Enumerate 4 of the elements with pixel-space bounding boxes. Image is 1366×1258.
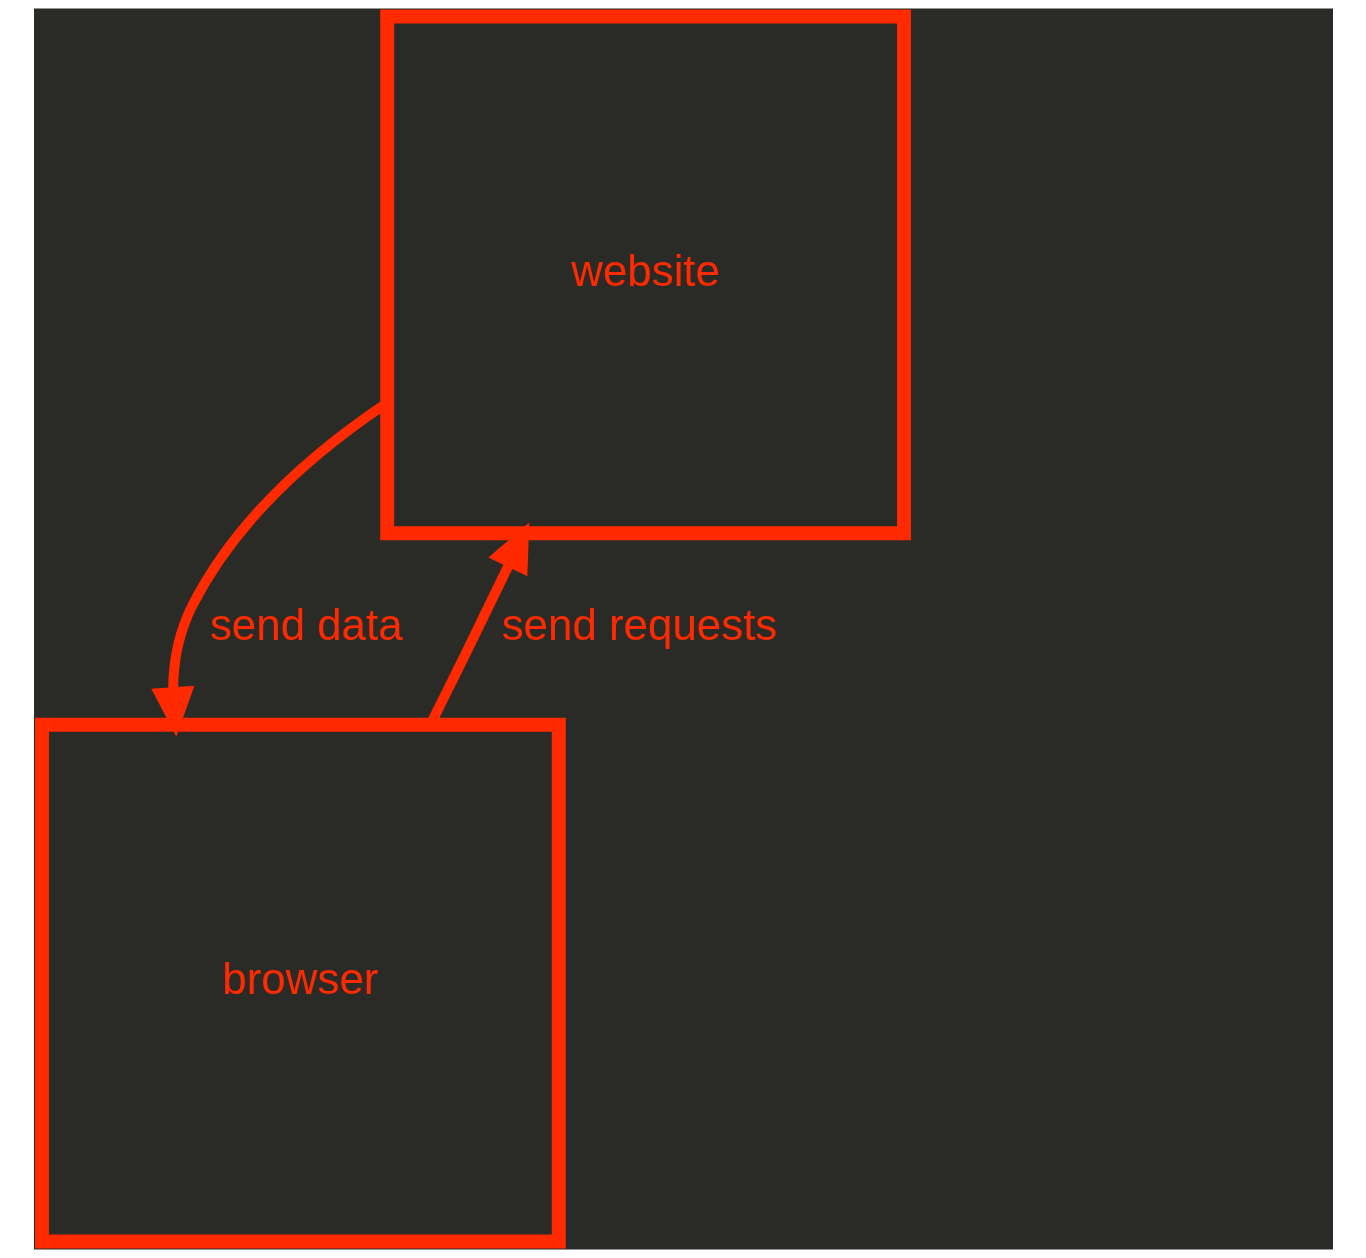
node-box: website bbox=[379, 9, 911, 541]
node-box: browser bbox=[34, 717, 566, 1249]
edge-label: send requests bbox=[501, 600, 777, 650]
edge-label: send data bbox=[209, 600, 403, 650]
